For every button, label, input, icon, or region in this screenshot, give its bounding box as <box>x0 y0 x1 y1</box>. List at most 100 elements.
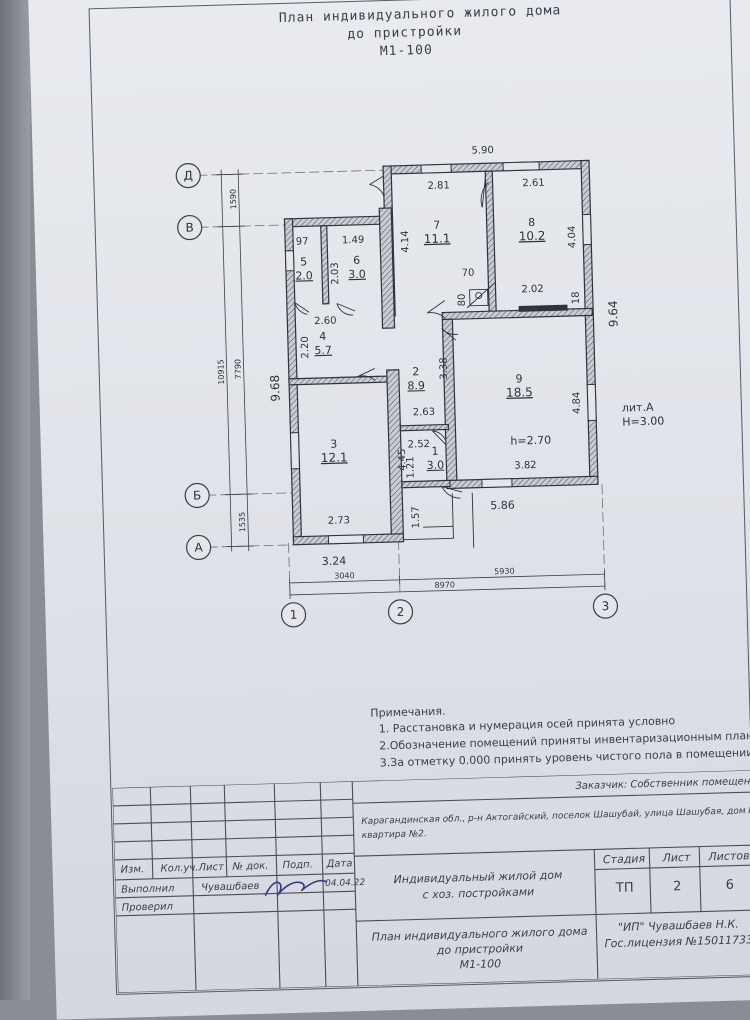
wall-under-r8 <box>442 308 592 319</box>
axis-label-b: Б <box>193 488 202 502</box>
window-r8-side <box>582 214 591 244</box>
stamp-stage: ТП <box>597 880 652 897</box>
stamp-stage-header: Стадия <box>596 852 651 867</box>
dim-left-total: 9.68 <box>268 375 283 402</box>
stamp-header-date: Дата <box>326 858 352 870</box>
room-1-number: 1 <box>431 445 438 458</box>
room-6-area: 3.0 <box>348 268 366 281</box>
wall-r7-r8 <box>485 171 496 316</box>
dim-7790: 7790 <box>233 359 243 380</box>
stamp-sheets-header: Листов <box>701 849 750 864</box>
dim-bottom-right: 5.86 <box>490 499 515 513</box>
axis-line-2 <box>398 540 400 595</box>
stamp-executed-label: Выполнил <box>121 883 175 895</box>
door-r7 <box>427 300 445 318</box>
dim-right-total: 9.64 <box>606 300 621 327</box>
dim-r8-bottom: 2.02 <box>521 284 544 296</box>
stamp-sheets: 6 <box>702 877 750 894</box>
page-edge-shadow <box>0 0 30 1000</box>
wall-r3-top <box>289 376 389 385</box>
room-4-area: 5.7 <box>314 344 332 357</box>
ceiling-height: h=2.70 <box>510 434 551 448</box>
dim-r7-width: 2.81 <box>427 180 450 192</box>
dim-stairs: 1.57 <box>411 506 423 529</box>
dim-1590: 1590 <box>229 189 239 210</box>
dim-r6-height: 2.03 <box>330 262 342 285</box>
dim-r9-height: 4.84 <box>571 392 583 415</box>
room-4-number: 4 <box>319 330 326 343</box>
floor-plan: Д В Б А 1 2 3 1590 7790 10915 1535 <box>28 0 750 650</box>
dim-18: 18 <box>571 291 582 304</box>
door-r5 <box>295 302 309 314</box>
stamp-address-line2: квартира №2. <box>362 829 427 841</box>
room-1-area: 3.0 <box>427 459 445 472</box>
room-3-area: 12.1 <box>321 450 348 465</box>
axis-label-d: Д <box>183 168 193 182</box>
dim-r5-width: 97 <box>296 236 309 247</box>
dim-10915: 10915 <box>216 359 226 385</box>
dim-bottom-left: 3.24 <box>322 554 347 568</box>
room-5-area: 2.0 <box>295 269 313 282</box>
room-2-area: 8.9 <box>407 379 425 392</box>
wall-right <box>581 160 598 482</box>
dim-r1-width: 2.52 <box>408 439 431 451</box>
stamp-header-doc: № док. <box>232 861 268 873</box>
room-7-area: 11.1 <box>424 231 451 246</box>
lit-label: лит.А <box>622 401 654 415</box>
room-9-area: 18.5 <box>506 385 533 400</box>
stamp-header-izm: Изм. <box>120 864 144 876</box>
door-r6 <box>337 303 355 316</box>
wall-r6-right <box>379 208 394 328</box>
stairs-bottom <box>403 538 453 539</box>
lit-height: Н=3.00 <box>622 414 664 428</box>
room-7-number: 7 <box>433 219 440 232</box>
wall-r5-r6 <box>321 226 329 304</box>
stamp-sheet: 2 <box>652 879 702 895</box>
room-3-number: 3 <box>330 438 337 451</box>
stairs-outer <box>472 493 474 548</box>
axis-label-3: 3 <box>601 599 609 613</box>
axis-line-d <box>183 170 383 176</box>
dim-80: 80 <box>457 293 468 306</box>
window-r5-side <box>285 251 294 271</box>
stamp-executor: Чувашбаев <box>201 881 260 894</box>
dim-r2-width: 2.63 <box>413 407 436 419</box>
stairs-step <box>423 526 453 527</box>
stamp-header-sign: Подп. <box>282 859 313 871</box>
dim-5930: 5930 <box>494 567 515 577</box>
axis-label-2: 2 <box>396 605 404 619</box>
dim-top-total: 5.90 <box>471 145 494 157</box>
dim-r8-width: 2.61 <box>522 178 545 190</box>
dim-r3-width: 2.73 <box>328 515 351 527</box>
stamp-checked-label: Проверил <box>122 901 174 913</box>
wall-top-left-block <box>284 216 389 227</box>
stamp-header-list: Лист <box>198 862 224 874</box>
window-r9-side <box>587 384 596 420</box>
dim-r2-height: 3.38 <box>438 357 450 380</box>
wall-bottom-r9 <box>447 476 598 488</box>
axis-label-a: А <box>194 540 203 554</box>
room-8-area: 10.2 <box>519 229 546 244</box>
dim-70: 70 <box>462 268 475 279</box>
stamp-header-kol: Кол.уч. <box>160 863 198 875</box>
room-2-number: 2 <box>412 365 419 378</box>
axis-label-v: В <box>185 220 194 234</box>
radiator <box>519 305 567 311</box>
room-6-number: 6 <box>353 254 360 267</box>
dim-r4-height: 2.20 <box>300 336 312 359</box>
dim-r7-height: 4.14 <box>400 230 412 253</box>
window-r9-bottom <box>482 479 512 488</box>
dim-8970: 8970 <box>434 580 455 590</box>
axis-label-1: 1 <box>290 608 298 622</box>
window-r3-side <box>290 433 299 469</box>
room-9-number: 9 <box>515 372 522 385</box>
stairs-side <box>452 493 453 538</box>
door-r1 <box>432 431 445 445</box>
dim-r4-width: 2.60 <box>314 316 337 328</box>
room-8-number: 8 <box>528 216 535 229</box>
drawing-sheet: План индивидуального жилого дома до прис… <box>28 0 750 1020</box>
dim-r8-height: 4.04 <box>567 226 579 249</box>
dim-r6-width: 1.49 <box>342 235 365 247</box>
window-r7 <box>421 164 451 173</box>
door-entrance-top <box>369 176 384 196</box>
